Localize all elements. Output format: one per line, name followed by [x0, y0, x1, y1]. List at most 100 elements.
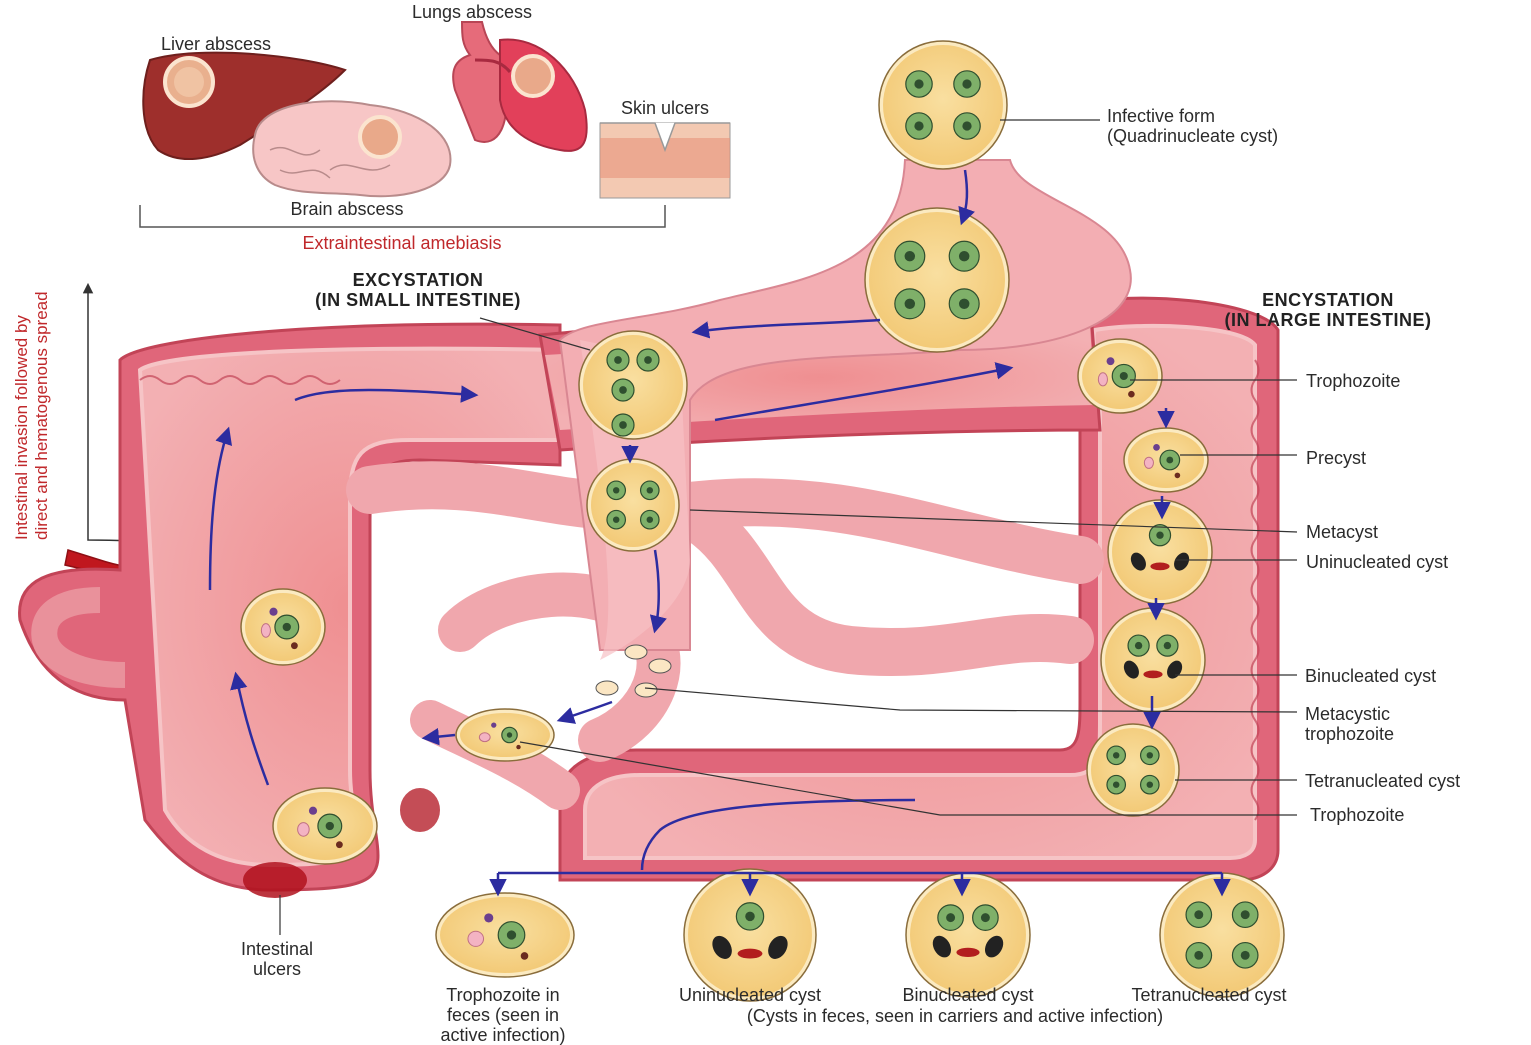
food-vacuole: [1128, 391, 1135, 398]
cyst-cytoplasm: [869, 212, 1005, 348]
label-intestinal-invasion-line2: direct and hematogenous spread: [32, 291, 52, 540]
ingested-rbc: [261, 624, 270, 638]
ingested-rbc: [479, 733, 490, 742]
cyst-cytoplasm: [910, 877, 1026, 993]
glycogen-vacuole: [738, 949, 763, 959]
food-vacuole: [1175, 473, 1181, 479]
food-vacuole: [484, 913, 493, 922]
lungs-illustration: [453, 22, 587, 151]
ingested-rbc: [298, 823, 310, 837]
excysting-cyst: [579, 331, 687, 439]
glycogen-vacuole: [1143, 671, 1162, 679]
label-precyst: Precyst: [1306, 448, 1366, 468]
karyosome: [914, 121, 923, 130]
food-vacuole: [291, 642, 298, 649]
trophozoite-invading: [241, 589, 325, 665]
label-encystation-line2: (IN LARGE INTESTINE): [1225, 310, 1432, 330]
precyst: [1124, 428, 1208, 492]
label-trophozoite-in-feces: Trophozoite in feces (seen in active inf…: [440, 985, 565, 1045]
metacyst: [587, 459, 679, 551]
label-metacystic-line1: Metacystic: [1305, 704, 1394, 724]
label-tetranucleated-cyst: Tetranucleated cyst: [1305, 771, 1460, 791]
metacystic-trophozoite: [635, 683, 657, 697]
trophozoite-colon: [273, 788, 377, 864]
karyosome: [507, 732, 512, 737]
karyosome: [1120, 372, 1128, 380]
intestinal-ulcer-mark: [243, 862, 307, 898]
karyosome: [745, 912, 755, 922]
label-intestinal-invasion: Intestinal invasion followed by direct a…: [12, 291, 52, 540]
metacystic-trophozoite: [625, 645, 647, 659]
karyosome: [613, 487, 619, 493]
karyosome: [326, 822, 334, 830]
karyosome: [946, 913, 955, 922]
tetranucleated-cyst: [1087, 724, 1179, 816]
label-encystation: ENCYSTATION (IN LARGE INTESTINE): [1225, 290, 1432, 330]
label-infective-form-line1: Infective form: [1107, 106, 1278, 126]
label-infective-form-line2: (Quadrinucleate cyst): [1107, 126, 1278, 146]
cyst-cytoplasm: [1105, 612, 1201, 708]
label-trophozoite-lower: Trophozoite: [1310, 805, 1404, 825]
karyosome: [959, 299, 969, 309]
label-intestinal-ulcers-line2: ulcers: [241, 959, 313, 979]
metacystic-trophozoite-body: [649, 659, 671, 673]
label-liver-abscess: Liver abscess: [161, 34, 271, 54]
label-metacystic-trophozoite: Metacystic trophozoite: [1305, 704, 1394, 744]
label-lungs-abscess: Lungs abscess: [412, 2, 532, 22]
label-infective-form: Infective form (Quadrinucleate cyst): [1107, 106, 1278, 146]
karyosome: [614, 356, 622, 364]
karyosome: [1194, 951, 1203, 960]
karyosome: [1113, 781, 1119, 787]
infective-quadrinucleate-cyst: [879, 41, 1007, 169]
karyosome: [905, 299, 915, 309]
karyosome: [914, 79, 923, 88]
food-vacuole: [1107, 357, 1115, 365]
karyosome: [613, 516, 619, 522]
label-feces-uninucleated: Uninucleated cyst: [679, 985, 821, 1005]
quadrinucleate-cyst-stomach: [865, 208, 1009, 352]
label-trophozoite-feces-line2: feces (seen in: [440, 1005, 565, 1025]
label-feces-binucleated: Binucleated cyst: [902, 985, 1033, 1005]
label-excystation-line2: (IN SMALL INTESTINE): [315, 290, 521, 310]
trophozoite-in-feces: [436, 893, 574, 977]
metacystic-trophozoite: [596, 681, 618, 695]
label-encystation-line1: ENCYSTATION: [1225, 290, 1432, 310]
metacystic-trophozoite-body: [596, 681, 618, 695]
feces-binucleated-cyst: [906, 873, 1030, 997]
karyosome: [1164, 642, 1171, 649]
metacystic-trophozoite-body: [635, 683, 657, 697]
karyosome: [1156, 532, 1163, 539]
label-brain-abscess: Brain abscess: [290, 199, 403, 219]
karyosome: [981, 913, 990, 922]
food-vacuole: [1153, 444, 1160, 451]
food-vacuole: [336, 841, 343, 848]
ingested-rbc: [468, 931, 484, 946]
label-trophozoite-feces-line3: active infection): [440, 1025, 565, 1045]
karyosome: [1194, 910, 1203, 919]
label-intestinal-invasion-line1: Intestinal invasion followed by: [12, 291, 32, 540]
karyosome: [962, 121, 971, 130]
karyosome: [283, 623, 291, 631]
label-skin-ulcers: Skin ulcers: [621, 98, 709, 118]
karyosome: [1147, 752, 1153, 758]
cyst-cytoplasm: [883, 45, 1003, 165]
label-trophozoite-feces-line1: Trophozoite in: [440, 985, 565, 1005]
cyst-cytoplasm: [1112, 504, 1208, 600]
label-binucleated-cyst: Binucleated cyst: [1305, 666, 1436, 686]
karyosome: [647, 516, 653, 522]
karyosome: [507, 930, 516, 939]
skin-ulcer-illustration: [600, 123, 730, 198]
label-intestinal-ulcers-line1: Intestinal: [241, 939, 313, 959]
food-vacuole: [269, 608, 277, 616]
label-intestinal-ulcers: Intestinal ulcers: [241, 939, 313, 979]
glycogen-vacuole: [1150, 563, 1169, 571]
label-trophozoite: Trophozoite: [1306, 371, 1400, 391]
metacystic-trophozoite: [649, 659, 671, 673]
glycogen-vacuole: [956, 948, 979, 957]
karyosome: [1241, 951, 1250, 960]
label-extraintestinal-amebiasis: Extraintestinal amebiasis: [302, 233, 501, 253]
trophozoite-small-intestine: [456, 709, 554, 761]
ingested-rbc: [1144, 457, 1153, 468]
uninucleated-cyst: [1108, 500, 1212, 604]
